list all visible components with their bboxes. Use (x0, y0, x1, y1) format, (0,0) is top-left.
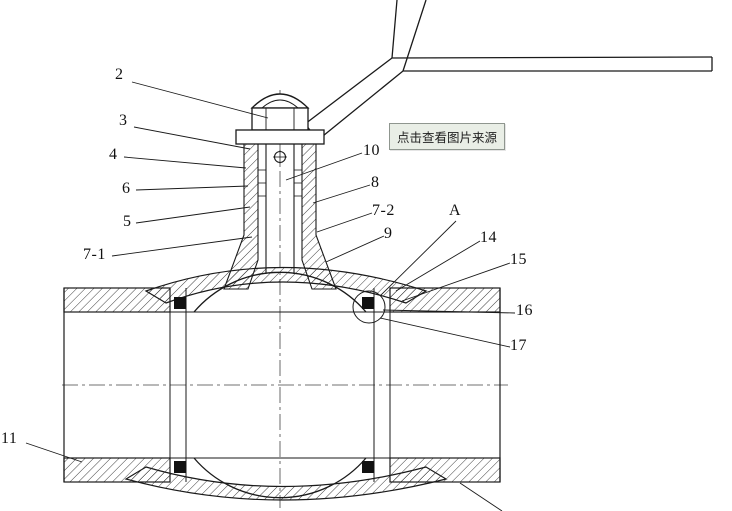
part-label-5: 5 (123, 213, 132, 230)
part-label-14: 14 (480, 229, 497, 246)
part-label-9: 9 (384, 225, 393, 242)
part-label-4: 4 (109, 146, 118, 163)
part-label-10: 10 (363, 142, 380, 159)
part-label-7-1: 7-1 (83, 246, 106, 263)
handle-lever (304, 0, 713, 141)
part-label-17: 17 (510, 337, 527, 354)
part-label-8: 8 (371, 174, 380, 191)
seat-seals (174, 297, 374, 473)
stem-screw-icon (273, 150, 287, 164)
part-label-11: 11 (1, 430, 18, 447)
right-pipe-end (373, 287, 501, 483)
image-source-tooltip: 点击查看图片来源 (389, 123, 506, 150)
leader-lines (25, 81, 516, 511)
gland-plate (235, 129, 325, 145)
stem-nut (235, 93, 325, 145)
part-label-6: 6 (122, 180, 131, 197)
ball (193, 260, 367, 499)
part-label-15: 15 (510, 251, 527, 268)
detail-circle-A (352, 290, 386, 324)
part-label-A: A (449, 202, 462, 219)
part-label-2: 2 (115, 66, 124, 83)
stem-rod (258, 144, 302, 274)
part-label-3: 3 (119, 112, 128, 129)
part-label-7-2: 7-2 (372, 202, 395, 219)
part-label-16: 16 (516, 302, 533, 319)
stem-housing (223, 143, 337, 290)
